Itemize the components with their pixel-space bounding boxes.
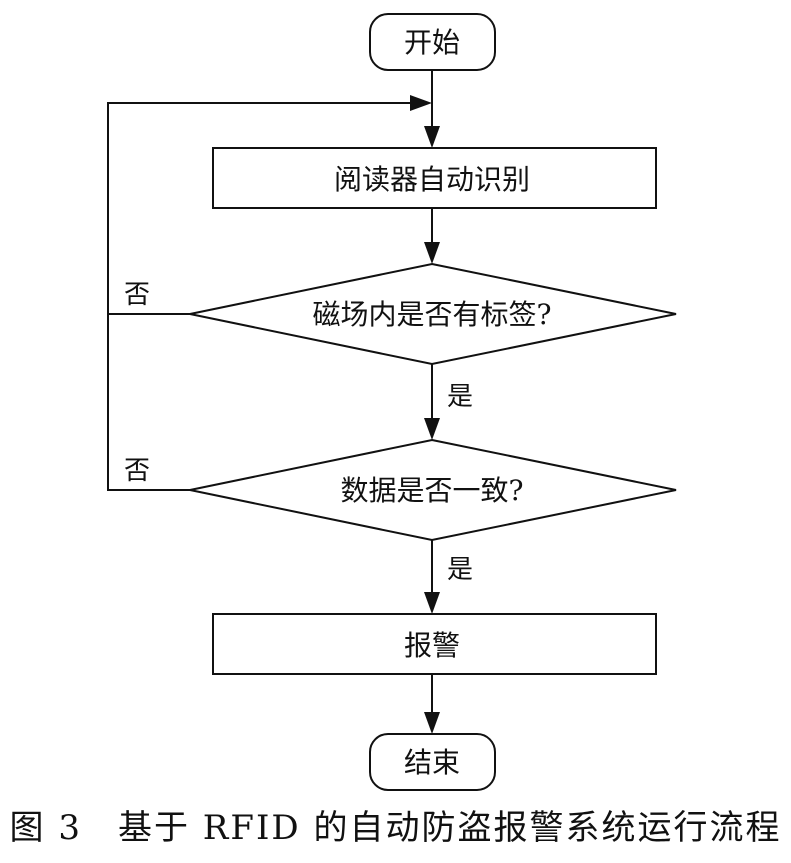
edge-label-data-no: 否: [124, 456, 150, 486]
arrowhead-data-yes: [424, 592, 440, 614]
edge-label-tag-no: 否: [124, 280, 150, 310]
arrowhead-loop-back: [410, 95, 432, 111]
alarm-shape: [212, 613, 657, 675]
alarm-label: 报警: [404, 629, 460, 662]
flowchart: 开始 阅读器自动识别 磁场内是否有标签? 是 数据是否一致? 是 报警 结束: [107, 13, 677, 791]
reader-label: 阅读器自动识别: [334, 163, 530, 196]
decision-tag-label: 磁场内是否有标签?: [312, 298, 551, 331]
end-shape: [369, 733, 496, 791]
arrowhead-alarm-to-end: [424, 712, 440, 734]
start-node: 开始: [369, 13, 496, 71]
edge-label-tag-yes: 是: [447, 382, 473, 412]
decision-tag-node: 磁场内是否有标签?: [189, 262, 677, 366]
reader-shape: [212, 147, 657, 209]
arrowhead-reader-to-decision-tag: [424, 242, 440, 264]
decision-data-node: 数据是否一致?: [189, 438, 677, 542]
reader-node: 阅读器自动识别: [212, 147, 657, 209]
arrowhead-tag-yes: [424, 418, 440, 440]
start-label: 开始: [404, 26, 460, 59]
figure-caption: 图 3 基于 RFID 的自动防盗报警系统运行流程: [9, 808, 782, 848]
decision-data-label: 数据是否一致?: [340, 474, 523, 507]
alarm-node: 报警: [212, 613, 657, 675]
edge-label-data-yes: 是: [447, 555, 473, 585]
end-node: 结束: [369, 733, 496, 791]
arrowhead-start-to-reader: [424, 126, 440, 148]
end-label: 结束: [404, 746, 460, 779]
arrow-data-no-loop: [107, 102, 410, 491]
